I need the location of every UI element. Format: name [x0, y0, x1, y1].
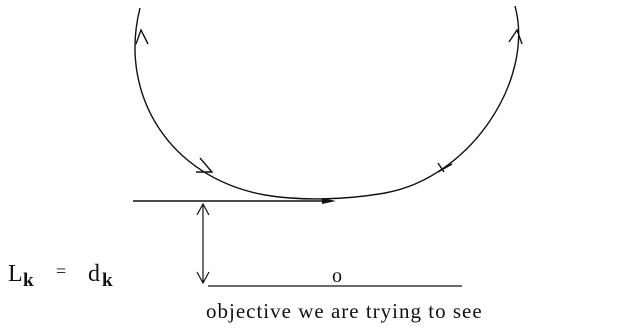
equation-lhs: L	[8, 261, 23, 287]
trajectory-curve	[134, 5, 520, 200]
equation-rhs: d	[88, 261, 100, 287]
objective-caption: objective we are trying to see	[206, 299, 483, 323]
equation-lhs-subscript: k	[23, 270, 34, 291]
arrow-mid-left-icon	[196, 157, 214, 173]
arrow-top-left-icon	[135, 28, 149, 45]
distance-arrow-up-icon	[196, 202, 210, 216]
arrow-top-right-icon	[508, 28, 523, 45]
equation-rhs-subscript: k	[102, 270, 113, 291]
objective-point-marker: o	[332, 265, 342, 287]
equation-operator: =	[56, 261, 66, 281]
distance-arrow-down-icon	[196, 271, 210, 285]
tangent-arrow-icon	[322, 198, 336, 204]
arrow-mid-right-icon	[437, 162, 453, 173]
